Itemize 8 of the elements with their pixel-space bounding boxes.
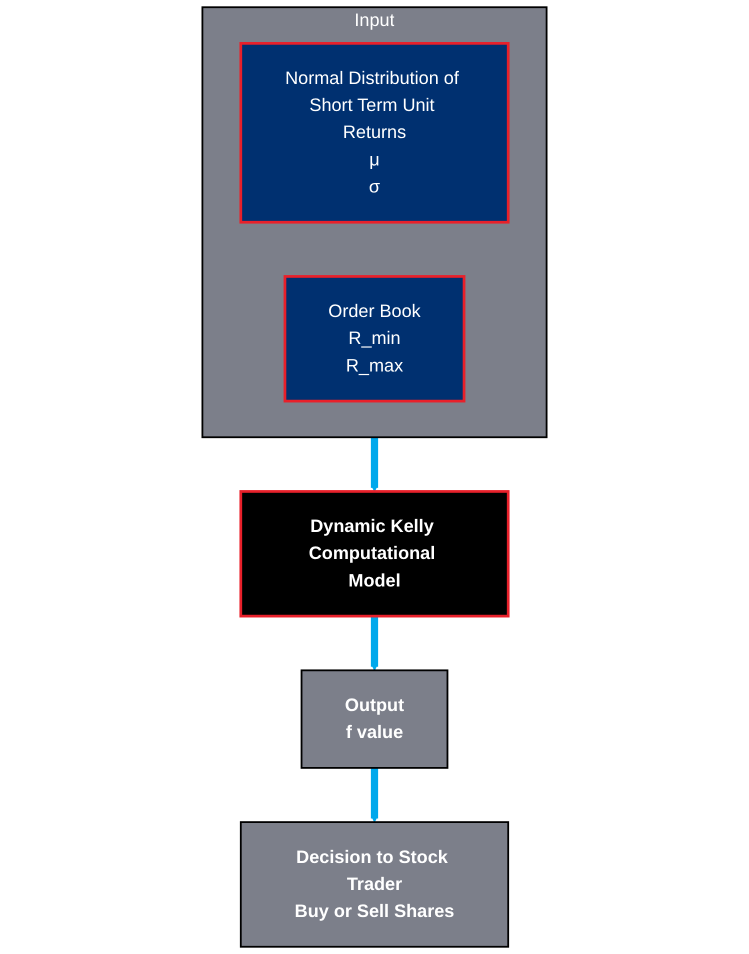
node-box: Normal Distribution of Short Term Unit Returns μ σ <box>239 42 510 224</box>
arrow <box>370 616 378 671</box>
node-box: Order Book R_min R_max <box>284 275 466 402</box>
arrow <box>370 437 378 492</box>
node-box: Decision to Stock Trader Buy or Sell Shares <box>240 821 510 948</box>
node-box: Output f value <box>300 669 448 769</box>
arrow <box>370 768 378 822</box>
node-box: Dynamic Kelly Computational Model <box>239 490 510 618</box>
